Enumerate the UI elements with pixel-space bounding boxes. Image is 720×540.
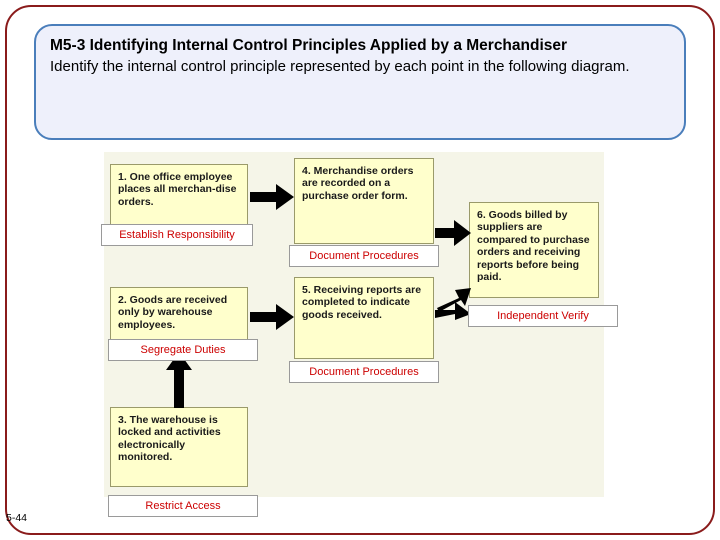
arrow-note1-to-note4	[250, 184, 294, 210]
answer-restrict-access[interactable]: Restrict Access	[108, 495, 258, 517]
title-callout: M5-3 Identifying Internal Control Princi…	[34, 24, 686, 140]
diagram-note-5: 5. Receiving reports are completed to in…	[294, 277, 434, 359]
arrow-note2-to-note5	[250, 304, 294, 330]
diagram-note-6: 6. Goods billed by suppliers are compare…	[469, 202, 599, 298]
answer-document-procedures-2[interactable]: Document Procedures	[289, 361, 439, 383]
slide-border	[5, 5, 715, 535]
arrow-note3-to-note2	[166, 352, 192, 408]
arrow-note4-to-note6	[435, 220, 471, 246]
page-number: 5-44	[6, 512, 28, 524]
answer-establish-responsibility[interactable]: Establish Responsibility	[101, 224, 253, 246]
page-title: M5-3 Identifying Internal Control Princi…	[50, 37, 568, 54]
answer-independent-verify[interactable]: Independent Verify	[468, 305, 618, 327]
diagram-note-4: 4. Merchandise orders are recorded on a …	[294, 158, 434, 244]
answer-segregate-duties[interactable]: Segregate Duties	[108, 339, 258, 361]
answer-document-procedures-1[interactable]: Document Procedures	[289, 245, 439, 267]
diagram-note-3: 3. The warehouse is locked and activitie…	[110, 407, 248, 487]
arrow-note5-to-note6	[435, 288, 471, 320]
page-instruction: Identify the internal control principle …	[50, 58, 630, 76]
